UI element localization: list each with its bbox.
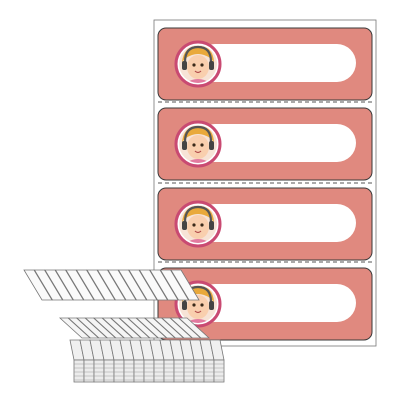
name-label — [157, 107, 373, 181]
label-strip-edge — [73, 359, 85, 383]
label-strip — [65, 269, 95, 301]
label-strip — [177, 317, 211, 339]
label-writing-area — [196, 284, 356, 322]
label-strip-stack — [23, 269, 225, 383]
label-strip — [75, 269, 106, 301]
label-strip — [33, 269, 64, 301]
label-writing-area — [196, 44, 356, 82]
name-label — [157, 187, 373, 261]
label-strip-edge — [113, 359, 125, 383]
label-writing-area — [196, 124, 356, 162]
label-strip-edge — [133, 359, 145, 383]
label-strip — [149, 269, 179, 301]
label-strip-edge — [183, 359, 195, 383]
label-strip-edge — [163, 359, 175, 383]
girl-with-headphones-icon — [179, 205, 217, 243]
label-strip-edge — [193, 359, 205, 383]
label-strip-edge — [173, 359, 185, 383]
label-strip — [54, 269, 85, 301]
label-strip-edge — [153, 359, 165, 383]
name-label — [157, 27, 373, 101]
label-strip-edge — [93, 359, 105, 383]
label-writing-area — [196, 204, 356, 242]
label-strip — [128, 269, 158, 301]
label-strip — [117, 269, 148, 301]
label-strip — [96, 269, 127, 301]
label-strip-edge — [213, 359, 225, 383]
perforation-lines — [158, 101, 372, 263]
label-strip — [138, 269, 169, 301]
label-strip-edge — [203, 359, 215, 383]
label-strip — [44, 269, 74, 301]
label-strip-edge — [103, 359, 115, 383]
girl-with-headphones-icon — [179, 45, 217, 83]
girl-with-headphones-icon — [179, 125, 217, 163]
label-strip — [159, 269, 190, 301]
label-strip-edge — [123, 359, 135, 383]
label-strip — [23, 269, 53, 301]
label-strip — [107, 269, 137, 301]
label-strip-edge — [83, 359, 95, 383]
label-strip — [170, 269, 200, 301]
label-strip — [86, 269, 116, 301]
label-strip-edge — [143, 359, 155, 383]
